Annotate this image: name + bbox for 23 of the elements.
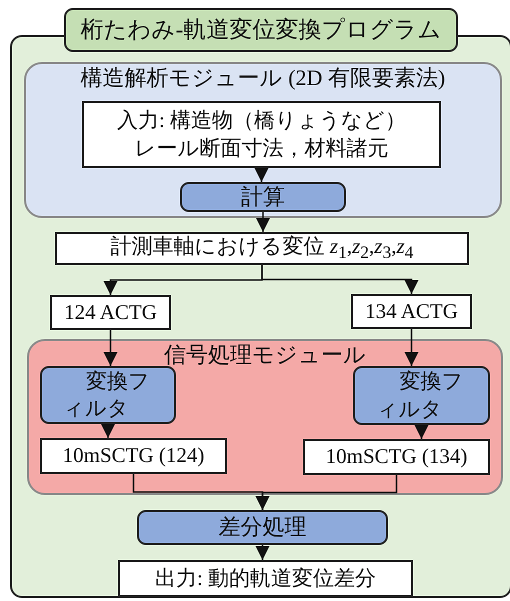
arrow (261, 265, 418, 294)
process-box: 10mSCTG (124) (40, 438, 227, 474)
filter-box: 変換フィルタ (353, 366, 490, 425)
arrow (256, 212, 270, 232)
arrow (104, 330, 118, 366)
arrow (404, 329, 418, 366)
title-tab: 桁たわみ-軌道変位変換プログラム (64, 8, 458, 52)
process-box: 出力: 動的軌道変位差分 (118, 560, 413, 597)
arrow (414, 425, 428, 439)
module-panel: 構造解析モジュール (2D 有限要素法) 入力: 構造物（橋りょうなど）レール断面寸法，材料諸元 計算 (24, 62, 502, 218)
process-box: 124 ACTG (50, 295, 171, 330)
filter-box: 変換フィルタ (40, 366, 176, 424)
arrow (254, 168, 268, 182)
process-box: 計測車軸における変位 z$_{1}$,z$_{2}$,z$_{3}$,z$_{4}$ (55, 232, 469, 265)
process-box: 10mSCTG (134) (303, 439, 490, 475)
arrow (101, 424, 115, 438)
arrow (256, 545, 270, 560)
process-box: 計算 (180, 182, 346, 212)
process-box: 差分処理 (137, 510, 388, 545)
process-box: 入力: 構造物（橋りょうなど）レール断面寸法，材料諸元 (82, 101, 441, 168)
module-panel: 信号処理モジュール 変換フィルタ 変換フィルタ 10mSCTG (124) 10mSCTG (134) (27, 339, 503, 495)
arrow (256, 475, 398, 510)
process-box: 134 ACTG (351, 294, 472, 329)
